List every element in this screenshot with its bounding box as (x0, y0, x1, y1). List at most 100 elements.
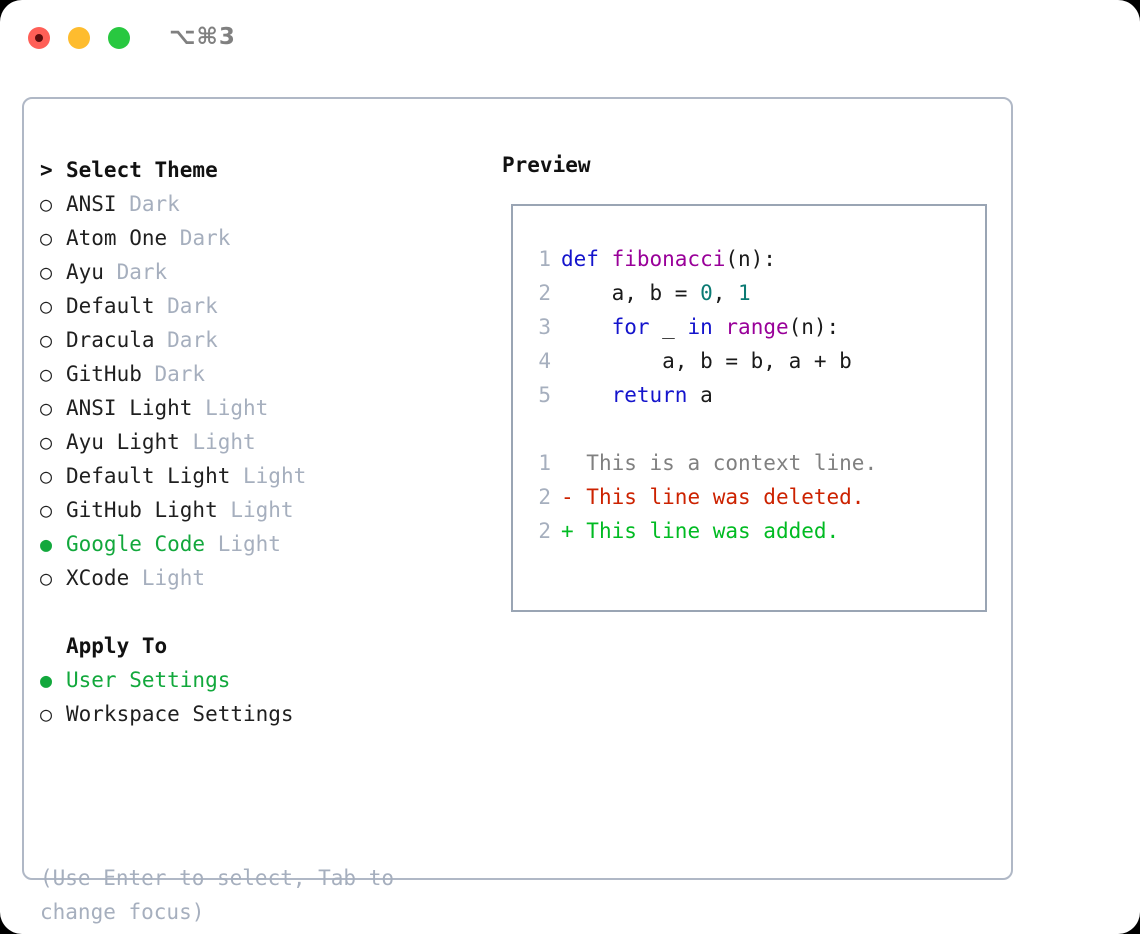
theme-list-item[interactable]: ●Google Code Light (40, 527, 490, 561)
diff-marker: - (561, 485, 574, 509)
apply-to-item[interactable]: ● User Settings (40, 663, 490, 697)
line-number: 2 (538, 485, 551, 509)
code-line: 3 for _ in range(n): (525, 310, 979, 344)
theme-picker-title: Select Theme (66, 158, 218, 182)
line-number: 3 (538, 315, 551, 339)
line-number: 1 (538, 247, 551, 271)
theme-variant-badge: Dark (154, 328, 218, 352)
radio-selected-icon[interactable]: ● (40, 668, 53, 692)
theme-list-item[interactable]: ○ Dracula Dark (40, 323, 490, 357)
theme-list-item[interactable]: ○Default Dark (40, 289, 490, 323)
apply-to-title: Apply To (66, 634, 168, 658)
apply-to-header: Apply To (40, 629, 490, 663)
line-number: 2 (538, 281, 551, 305)
keyboard-hint-line1: (Use Enter to select, Tab to (40, 866, 395, 890)
theme-name: Atom One (66, 226, 168, 250)
code-token: _ (649, 315, 688, 339)
code-token (561, 315, 612, 339)
theme-name: Ayu Light (66, 430, 180, 454)
theme-name: Ayu (66, 260, 104, 284)
code-token: def (561, 247, 612, 271)
maximize-button[interactable] (108, 27, 130, 49)
line-number: 4 (538, 349, 551, 373)
theme-list-item[interactable]: ○ Atom One Dark (40, 221, 490, 255)
radio-unselected-icon[interactable]: ○ (40, 702, 53, 726)
radio-unselected-icon[interactable]: ○ (40, 226, 53, 250)
theme-variant-badge: Light (230, 464, 307, 488)
theme-variant-badge: Light (179, 430, 256, 454)
keyboard-hint-line2: change focus) (40, 900, 205, 924)
theme-list: ○ANSI Dark○Atom One Dark○Ayu Dark○Defaul… (40, 187, 490, 595)
radio-unselected-icon[interactable]: ○ (40, 464, 53, 488)
theme-list-item[interactable]: ○ GitHub Dark (40, 357, 490, 391)
code-token: 1 (738, 281, 751, 305)
theme-list-item[interactable]: ○XCode Light (40, 561, 490, 595)
theme-name: Dracula (66, 328, 155, 352)
minimize-button[interactable] (68, 27, 90, 49)
title-bar: ⌥⌘3 (0, 0, 1140, 76)
code-token (561, 383, 612, 407)
code-token: fibonacci (611, 247, 726, 271)
code-token: 0 (700, 281, 713, 305)
shortcut-badge: ⌥⌘3 (169, 24, 236, 50)
theme-variant-badge: Dark (167, 226, 231, 250)
radio-unselected-icon[interactable]: ○ (40, 294, 53, 318)
apply-to-item[interactable]: ○Workspace Settings (40, 697, 490, 731)
radio-unselected-icon[interactable]: ○ (40, 430, 53, 454)
code-line: 5 return a (525, 378, 979, 412)
diff-marker: + (561, 519, 574, 543)
apply-to-label: User Settings (66, 668, 231, 692)
theme-list-item[interactable]: ○ Ayu Light Light (40, 425, 490, 459)
theme-name: GitHub Light (66, 498, 218, 522)
radio-unselected-icon[interactable]: ○ (40, 192, 53, 216)
code-token: a (687, 383, 713, 407)
code-line: 1 def fibonacci(n): (525, 242, 979, 276)
theme-variant-badge: Dark (103, 260, 168, 284)
theme-variant-badge: Light (217, 498, 294, 522)
list-spacer (40, 595, 490, 629)
theme-name: GitHub (66, 362, 142, 386)
diff-text: This line was deleted. (573, 485, 865, 509)
theme-list-item[interactable]: ○ ANSI Light Light (40, 391, 490, 425)
line-number: 1 (538, 451, 551, 475)
theme-picker: > Select Theme ○ ANSI Dark ○ Atom One Dark ○ A… (40, 153, 490, 731)
radio-selected-icon[interactable]: ● (40, 532, 53, 556)
radio-unselected-icon[interactable]: ○ (40, 362, 53, 386)
diff-text: This line was added. (573, 519, 840, 543)
caret-icon: > (40, 158, 53, 182)
theme-list-item[interactable]: ○Default Light Light (40, 459, 490, 493)
code-token: range (725, 315, 789, 339)
main-panel: > Select Theme ○ ANSI Dark ○ Atom One Dark ○ A… (22, 97, 1013, 924)
code-token: (n): (788, 315, 840, 339)
radio-unselected-icon[interactable]: ○ (40, 498, 53, 522)
theme-list-item[interactable]: ○ ANSI Dark (40, 187, 490, 221)
radio-unselected-icon[interactable]: ○ (40, 260, 53, 284)
theme-picker-header: > Select Theme (40, 153, 490, 187)
line-number: 2 (538, 519, 551, 543)
theme-variant-badge: Light (192, 396, 269, 420)
apply-to-bullet-placeholder (40, 629, 66, 663)
theme-list-item[interactable]: ○ Ayu Dark (40, 255, 490, 289)
theme-variant-badge: Dark (141, 362, 206, 386)
code-line: 4 a, b = b, a + b (525, 344, 979, 378)
code-token: a, b = b, a + b (561, 349, 852, 373)
radio-unselected-icon[interactable]: ○ (40, 396, 53, 420)
code-token: (n): (725, 247, 776, 271)
code-token: for (611, 315, 650, 339)
code-token: , (712, 281, 739, 305)
theme-variant-badge: Light (205, 532, 281, 556)
line-number: 5 (538, 383, 551, 407)
theme-name: ANSI (66, 192, 117, 216)
theme-name: ANSI Light (66, 396, 193, 420)
code-diff-separator (525, 412, 979, 446)
code-line: 2 a, b = 0, 1 (525, 276, 979, 310)
theme-list-item[interactable]: ○ GitHub Light Light (40, 493, 490, 527)
preview-title: Preview (502, 153, 591, 177)
radio-unselected-icon[interactable]: ○ (40, 566, 53, 590)
apply-to-list: ● User Settings ○Workspace Settings (40, 663, 490, 731)
radio-unselected-icon[interactable]: ○ (40, 328, 53, 352)
theme-name: Default (66, 294, 155, 318)
theme-variant-badge: Dark (116, 192, 180, 216)
